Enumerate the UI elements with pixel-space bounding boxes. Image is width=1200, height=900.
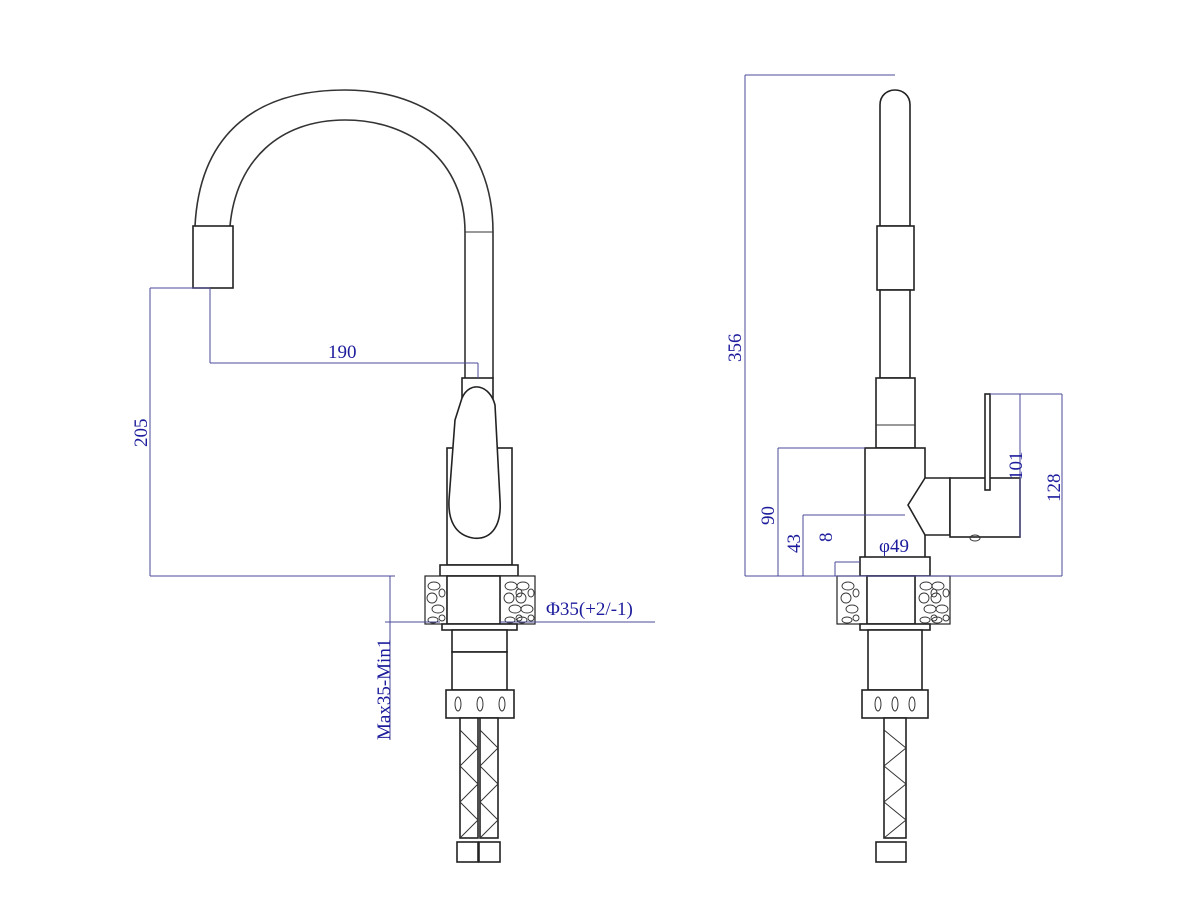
base-plate [859, 556, 931, 577]
countertop-section [424, 575, 448, 625]
dim-handle-axis-height: 43 [784, 534, 805, 553]
supply-hose [883, 717, 907, 839]
spout-inner [229, 119, 466, 378]
spout [879, 89, 911, 227]
dim-counter-thickness: Max35-Min1 [374, 639, 395, 740]
dim-body-height: 90 [758, 506, 779, 525]
dim-spout-reach: 190 [328, 342, 357, 363]
hose-nut [456, 841, 479, 863]
countertop-section [836, 575, 868, 625]
handle-lever [448, 386, 501, 539]
shank [446, 575, 501, 625]
mounting-flange [441, 623, 518, 631]
spout-sleeve [876, 225, 915, 291]
mounting-nut [861, 689, 929, 719]
supply-hose [459, 717, 479, 839]
hose-nut [875, 841, 907, 863]
countertop-section [914, 575, 951, 625]
handle-joint [907, 477, 951, 536]
shank [866, 575, 916, 625]
spout-outer [194, 89, 494, 378]
dim-handle-length: 101 [1006, 452, 1027, 481]
mounting-sleeve [451, 651, 508, 691]
spout-nozzle [192, 225, 234, 289]
mounting-nut [445, 689, 515, 719]
side-view: 205 190 Φ35(+2/-1) Max35-Min1 [131, 89, 655, 863]
front-view: 356 90 43 8 φ49 101 128 [725, 74, 1065, 863]
dim-base-plate-height: 8 [816, 533, 837, 543]
mounting-sleeve [867, 629, 923, 691]
hose-nut [478, 841, 501, 863]
supply-hose [479, 717, 499, 839]
dim-total-height: 356 [725, 334, 746, 363]
dim-base-diameter: φ49 [879, 536, 909, 557]
dim-spout-height: 205 [131, 419, 152, 448]
neck [875, 377, 916, 449]
dim-handle-top-height: 128 [1044, 474, 1065, 503]
handle-lever [984, 393, 991, 491]
countertop-section [499, 575, 536, 625]
base-plate [439, 564, 519, 577]
dim-hole-diameter: Φ35(+2/-1) [546, 599, 633, 620]
